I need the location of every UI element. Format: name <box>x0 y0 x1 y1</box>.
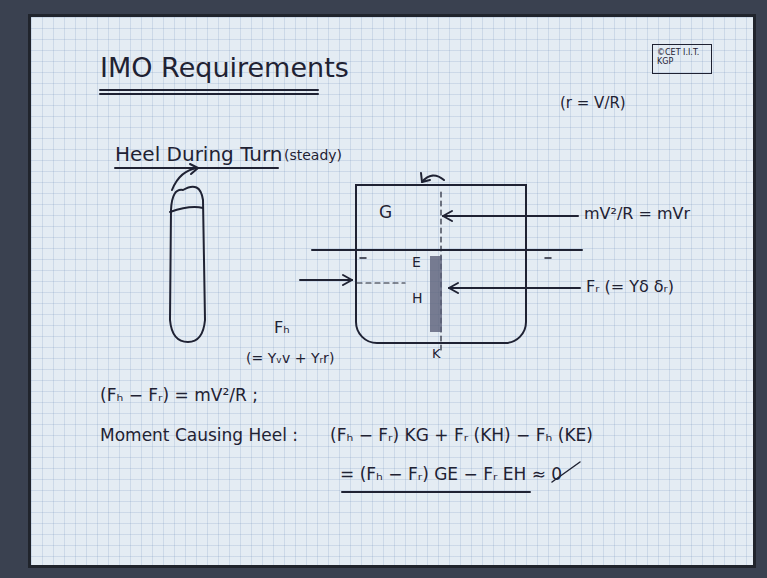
copyright-text: ©CET I.I.T. KGP <box>657 48 709 66</box>
force-expression: (= Yᵥv + Yᵣr) <box>246 350 334 366</box>
note: (r = V/R) <box>560 94 626 112</box>
equation: (Fₕ − Fᵣ) = mV²/R ; <box>100 385 258 405</box>
force-label: mV²/R = mVr <box>584 204 690 223</box>
slide-title: IMO Requirements <box>100 52 349 83</box>
force-label: Fᵣ (= Yδ δᵣ) <box>586 277 674 296</box>
equation-heading: Moment Causing Heel : <box>100 425 298 445</box>
equation: (Fₕ − Fᵣ) KG + Fᵣ (KH) − Fₕ (KE) <box>330 425 593 445</box>
copyright-box: ©CET I.I.T. KGP <box>652 44 712 74</box>
force-label: Fₕ <box>274 318 290 337</box>
point-letter: K <box>432 346 441 361</box>
note: (steady) <box>284 147 342 163</box>
point-letter: G <box>379 202 392 222</box>
point-letter: H <box>412 290 423 306</box>
point-letter: E <box>412 254 421 270</box>
section-heading: Heel During Turn <box>115 142 283 166</box>
equation: = (Fₕ − Fᵣ) GE − Fᵣ EH ≈ 0 <box>340 464 562 484</box>
midship-section: G E H <box>355 184 527 344</box>
